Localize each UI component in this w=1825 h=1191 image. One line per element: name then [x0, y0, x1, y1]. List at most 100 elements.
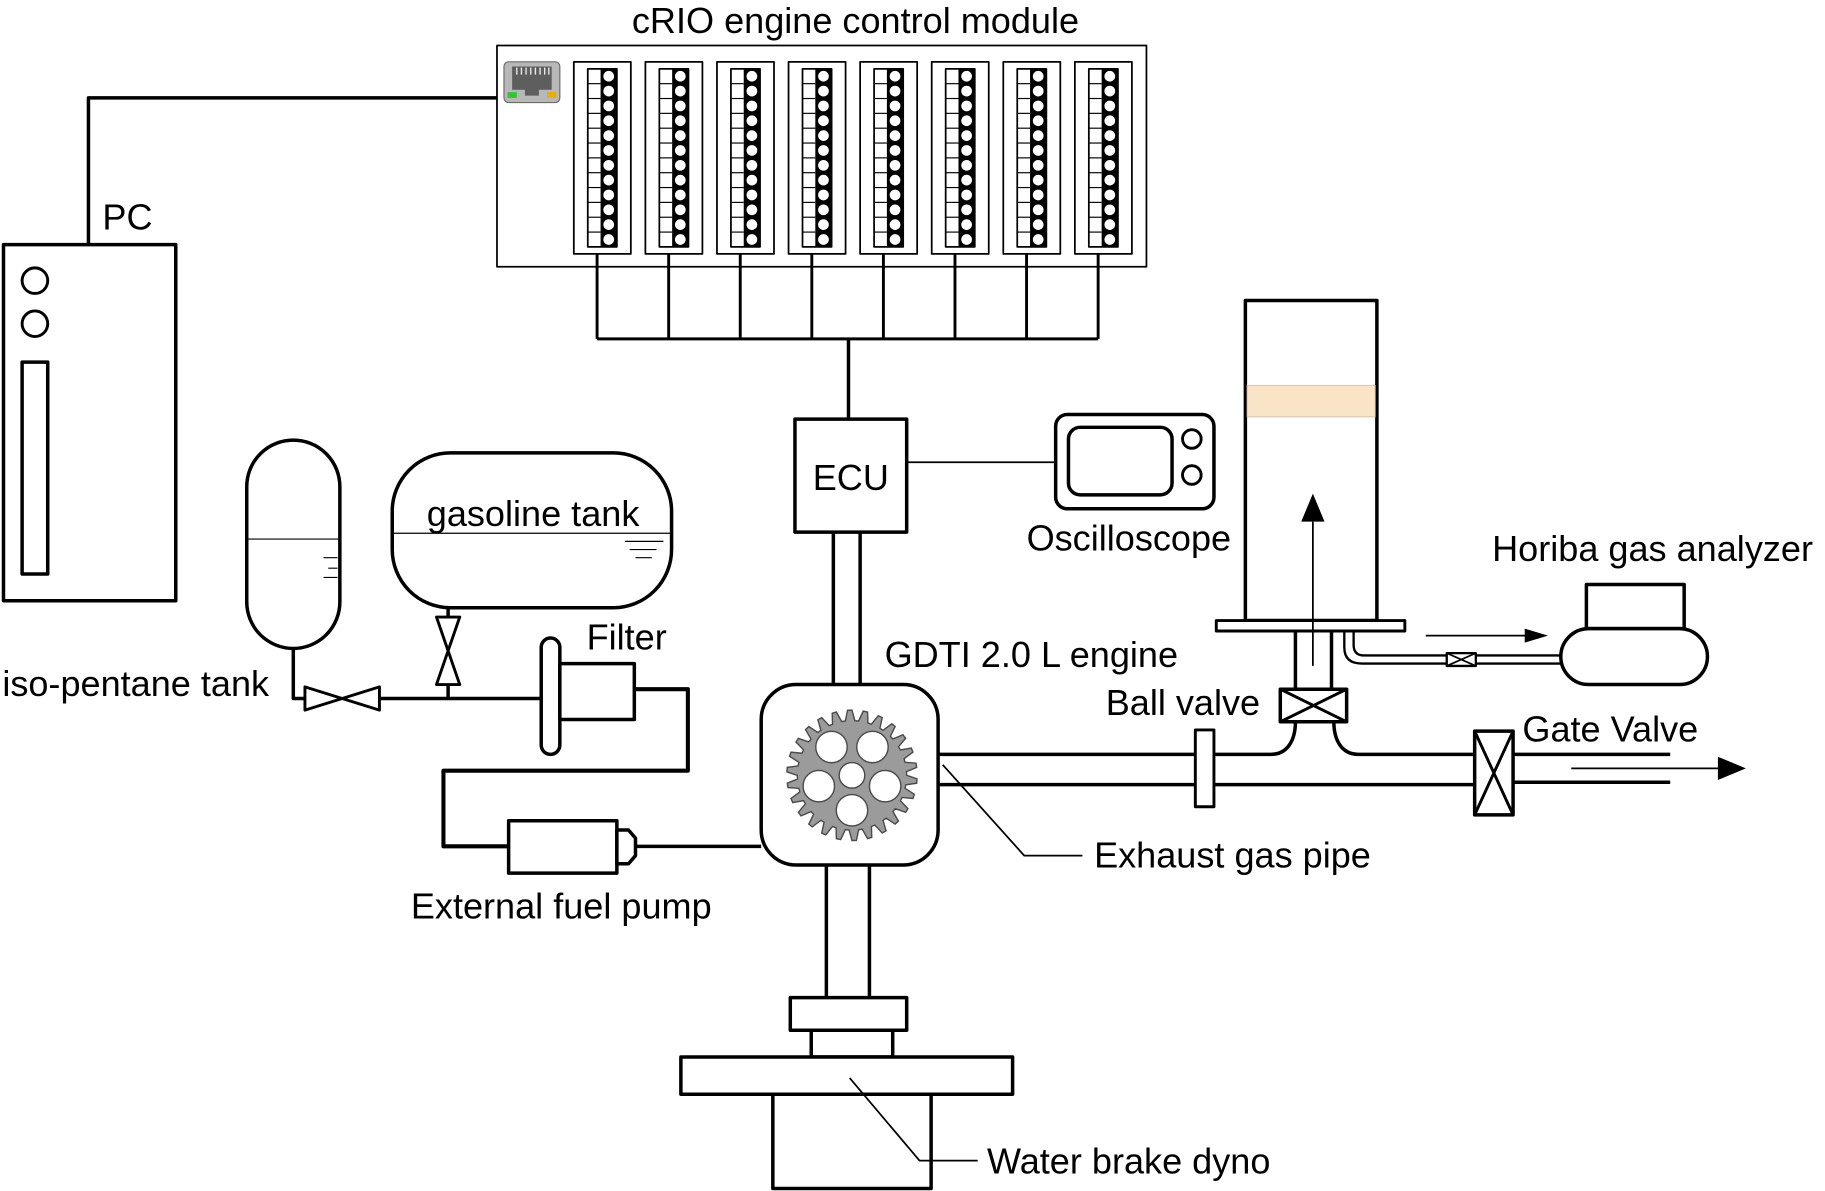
crio-engine-control-module: cRIO engine control module	[496, 0, 1148, 420]
terminal-screw	[746, 70, 758, 82]
ecu-to-engine-harness	[831, 532, 862, 685]
terminal-screw	[674, 204, 686, 216]
terminal-screw	[961, 115, 972, 127]
terminal-screw	[603, 189, 615, 201]
terminal-screw	[818, 85, 829, 97]
exhaust-flange	[1193, 728, 1216, 809]
oscilloscope-screen	[1066, 425, 1174, 497]
terminal-screw	[603, 130, 615, 141]
gas-analyzer: Horiba gas analyzer	[1492, 528, 1813, 687]
sample-line-valve-cross	[1446, 652, 1477, 667]
terminal-screw	[1104, 130, 1116, 141]
terminal-screw	[1032, 145, 1044, 156]
terminal-screw	[889, 234, 901, 245]
ecu-box	[793, 417, 909, 534]
terminal-screw	[603, 85, 615, 97]
terminal-screw	[1104, 174, 1116, 186]
terminal-screw	[961, 85, 972, 97]
terminal-screw	[1104, 234, 1116, 245]
terminal-screw	[1032, 204, 1044, 216]
terminal-screw	[674, 115, 686, 127]
engine-to-dyno-shaft	[824, 864, 872, 998]
exhaust-pipe-leader-line	[942, 764, 1083, 857]
terminal-screw	[1104, 70, 1116, 82]
io-slot-7	[1002, 60, 1062, 255]
pc-drive-bay	[20, 360, 50, 576]
crio-label: cRIO engine control module	[632, 0, 1079, 41]
terminal-strip	[1030, 68, 1047, 247]
terminal-screw	[603, 234, 615, 245]
terminal-screw	[1104, 159, 1116, 171]
terminal-screw	[889, 100, 901, 112]
engine: GDTI 2.0 L engine	[759, 634, 1178, 998]
terminal-screw	[746, 115, 758, 127]
terminal-screw	[603, 100, 615, 112]
terminal-screw	[674, 159, 686, 171]
dyno-plate	[679, 1055, 1015, 1096]
filter-body	[558, 661, 637, 722]
dyno-coupling	[788, 995, 909, 1032]
terminal-strip	[743, 68, 761, 247]
exhaust-system: Ball valve Gate Valve Exhaust gas pipe	[938, 630, 1746, 875]
ecu-label: ECU	[813, 457, 889, 498]
terminal-screw	[1104, 204, 1116, 216]
fuel-system: iso-pentane tank gasoline tank Filter Ex…	[2, 438, 762, 926]
terminal-screw	[1032, 70, 1044, 82]
io-slot-1	[572, 60, 632, 255]
dyno-label: Water brake dyno	[987, 1140, 1270, 1181]
terminal-screw	[603, 204, 615, 216]
terminal-screw	[889, 219, 901, 231]
gear-center-hole	[838, 761, 866, 789]
filter-cap	[539, 636, 562, 757]
pc: PC	[1, 96, 497, 603]
oscilloscope-knob	[1181, 464, 1203, 486]
terminal-screw	[889, 159, 901, 171]
sampling-column-base-plate	[1214, 619, 1407, 633]
exhaust-branch-upper	[1213, 721, 1298, 757]
iso-pentane-valve-icon	[303, 685, 381, 712]
iso-pentane-tank-label: iso-pentane tank	[2, 663, 270, 704]
terminal-screw	[889, 70, 901, 82]
pc-indicator-circle	[20, 309, 50, 338]
terminal-screw	[961, 174, 972, 186]
terminal-screw	[603, 174, 615, 186]
filter-to-pump-pipe	[441, 687, 690, 849]
terminal-screw	[674, 85, 686, 97]
oscilloscope-knob	[1181, 428, 1203, 450]
dyno-adapter	[809, 1028, 895, 1059]
terminal-screw	[674, 174, 686, 186]
gear-hole	[835, 793, 869, 827]
pc-label: PC	[102, 196, 152, 237]
terminal-screw	[961, 219, 972, 231]
terminal-strip	[886, 68, 904, 247]
terminal-screw	[1104, 85, 1116, 97]
ball-valve-cross	[1279, 687, 1348, 724]
terminal-screw	[746, 189, 758, 201]
io-slot-5	[859, 60, 919, 255]
sampling-column-band	[1246, 384, 1376, 418]
exhaust-pipe-wall	[938, 752, 1196, 787]
terminal-screw	[889, 130, 901, 141]
dyno-housing	[771, 1092, 933, 1191]
oscilloscope: Oscilloscope	[1027, 412, 1231, 559]
terminal-screw	[1032, 100, 1044, 112]
terminal-screw	[961, 145, 972, 156]
terminal-screw	[603, 115, 615, 127]
terminal-screw	[1032, 189, 1044, 201]
terminal-screw	[1104, 100, 1116, 112]
exhaust-pipe-label: Exhaust gas pipe	[1094, 834, 1371, 875]
ecu: ECU	[793, 417, 1056, 685]
terminal-screw	[1032, 159, 1044, 171]
terminal-screw	[1032, 85, 1044, 97]
engine-label: GDTI 2.0 L engine	[885, 634, 1178, 675]
water-brake-dyno: Water brake dyno	[679, 995, 1270, 1191]
activity-led-yellow	[547, 92, 557, 98]
terminal-screw	[961, 100, 972, 112]
terminal-screw	[1032, 234, 1044, 245]
ethernet-pins	[516, 67, 550, 75]
terminal-screw	[961, 159, 972, 171]
terminal-strip	[672, 68, 689, 247]
gate-valve-cross	[1473, 730, 1515, 816]
terminal-screw	[1104, 219, 1116, 231]
terminal-screw	[746, 234, 758, 245]
